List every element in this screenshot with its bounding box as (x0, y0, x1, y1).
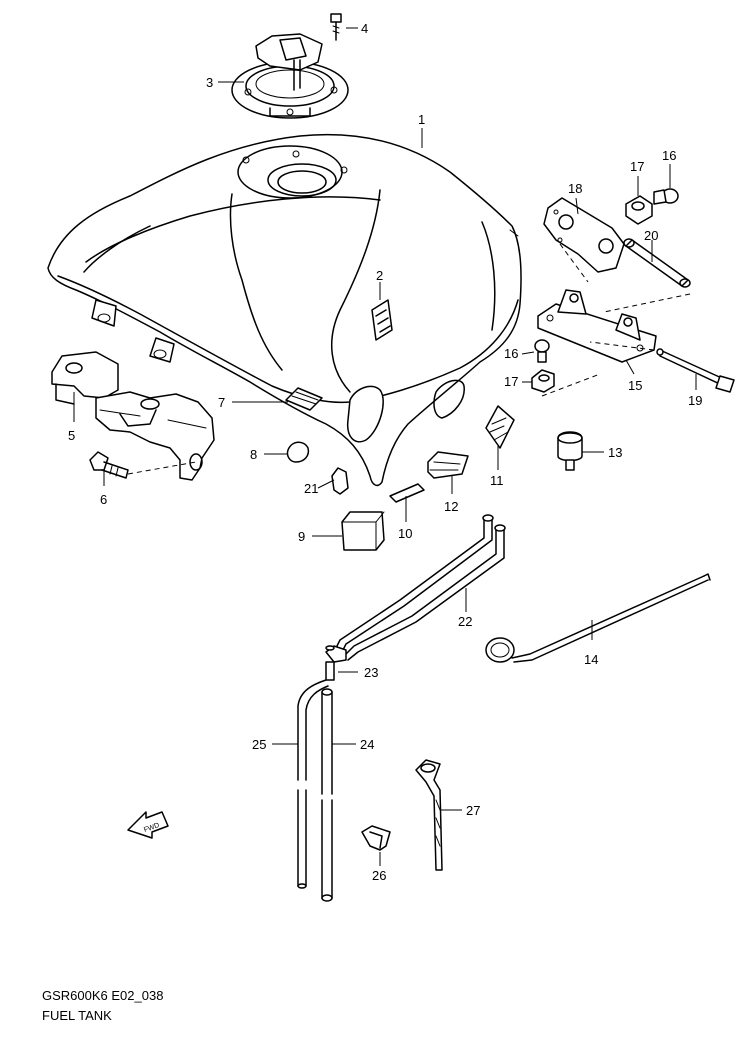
part-15-bracket (537, 289, 657, 363)
callout-24: 24 (360, 737, 374, 752)
part-11-pad (485, 405, 515, 449)
diagram-code: GSR600K6 E02_038 (42, 988, 164, 1003)
callout-21: 21 (304, 481, 318, 496)
callout-2: 2 (376, 268, 383, 283)
part-16-bolt-lower (534, 339, 550, 363)
part-5-bracket (51, 351, 215, 481)
callout-6: 6 (100, 492, 107, 507)
callout-14: 14 (584, 652, 598, 667)
callout-17-upper: 17 (630, 159, 644, 174)
callout-19: 19 (688, 393, 702, 408)
part-19-bolt (656, 348, 735, 393)
callout-4: 4 (361, 21, 368, 36)
callouts: 1 2 3 4 5 6 7 8 9 10 11 12 13 14 15 16 1… (68, 21, 702, 883)
part-27-clamp (415, 759, 443, 871)
part-10-pad (389, 483, 425, 503)
part-16-bolt-upper (653, 188, 679, 205)
callout-26: 26 (372, 868, 386, 883)
part-22-hose (333, 514, 506, 661)
callout-12: 12 (444, 499, 458, 514)
callout-3: 3 (206, 75, 213, 90)
part-18-dash (559, 243, 589, 283)
part-7-cushion (285, 387, 323, 411)
part-19-dash (589, 341, 655, 351)
callout-11: 11 (490, 473, 504, 488)
leader-lines (73, 27, 697, 866)
callout-1: 1 (418, 112, 425, 127)
part-18-plate (543, 197, 625, 273)
part-24-hose (321, 688, 333, 902)
part-12-cushion (427, 451, 469, 479)
part-6-dash (127, 461, 197, 475)
part-14-prop-rod (485, 573, 711, 663)
diagram-title: FUEL TANK (42, 1008, 112, 1023)
part-25-hose (297, 679, 329, 889)
part-17-dash (541, 373, 601, 397)
fwd-arrow-icon: FWD (127, 811, 169, 839)
part-6-bolt (89, 451, 129, 479)
part-20-dash (603, 293, 691, 313)
callout-13: 13 (608, 445, 622, 460)
part-17-grommet-upper (625, 195, 653, 225)
callout-7: 7 (218, 395, 225, 410)
callout-18: 18 (568, 181, 582, 196)
part-1-fuel-tank (47, 133, 522, 487)
callout-15: 15 (628, 378, 642, 393)
part-21-cushion (331, 467, 349, 495)
callout-23: 23 (364, 665, 378, 680)
callout-17-lower: 17 (504, 374, 518, 389)
callout-9: 9 (298, 529, 305, 544)
part-26-clip (361, 825, 391, 851)
callout-22: 22 (458, 614, 472, 629)
part-2-emblem (371, 299, 393, 341)
callout-16-lower: 16 (504, 346, 518, 361)
callout-5: 5 (68, 428, 75, 443)
part-8-cushion (286, 441, 310, 463)
callout-16-upper: 16 (662, 148, 676, 163)
part-20-collar (623, 238, 691, 288)
callout-25: 25 (252, 737, 266, 752)
part-13-cushion (557, 431, 583, 471)
part-4-bolt (330, 13, 342, 41)
callout-8: 8 (250, 447, 257, 462)
part-9-cushion (341, 511, 385, 551)
part-23-joint (325, 645, 347, 681)
callout-27: 27 (466, 803, 480, 818)
callout-20: 20 (644, 228, 658, 243)
part-17-grommet-lower (531, 369, 555, 393)
callout-10: 10 (398, 526, 412, 541)
part-3-fuel-cap (231, 33, 349, 119)
